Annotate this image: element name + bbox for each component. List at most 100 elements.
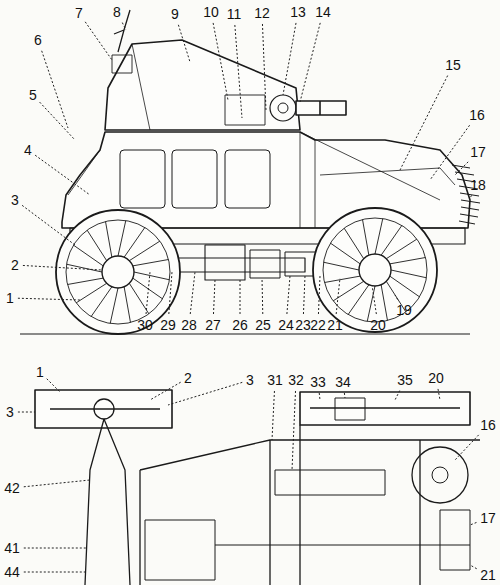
wheel-spoke bbox=[363, 220, 369, 256]
leader-line bbox=[400, 76, 448, 170]
leader-line bbox=[150, 382, 181, 400]
wheel-spoke bbox=[367, 286, 375, 321]
callout-number: 6 bbox=[34, 33, 42, 47]
callout-number: 16 bbox=[480, 418, 496, 432]
callout-number: 9 bbox=[171, 7, 179, 21]
wheel-spoke bbox=[76, 283, 107, 303]
leader-line bbox=[292, 391, 296, 470]
callout-number: 42 bbox=[4, 481, 20, 495]
leader-line bbox=[470, 195, 472, 198]
callout-number: 1 bbox=[36, 365, 44, 379]
leader-line bbox=[287, 276, 290, 314]
callout-number: 29 bbox=[160, 318, 176, 332]
leader-line bbox=[262, 24, 266, 110]
wheel-spoke bbox=[381, 285, 387, 321]
leader-line bbox=[395, 391, 400, 400]
leader-line bbox=[42, 51, 68, 128]
leader-line bbox=[18, 298, 80, 300]
wheel-spoke bbox=[133, 260, 169, 266]
callout-number: 32 bbox=[288, 373, 304, 387]
wheel-spoke bbox=[324, 262, 359, 270]
leader-line bbox=[318, 276, 320, 314]
callout-number: 4 bbox=[24, 143, 32, 157]
leader-line bbox=[455, 162, 468, 175]
leader-line bbox=[122, 23, 126, 30]
callout-number: 22 bbox=[310, 318, 326, 332]
leader-line bbox=[23, 265, 102, 270]
callout-number: 28 bbox=[181, 318, 197, 332]
wheel-spoke bbox=[124, 287, 130, 323]
leader-line bbox=[168, 382, 242, 405]
wheel-spoke bbox=[129, 283, 149, 314]
leader-line bbox=[213, 280, 215, 314]
leader-line bbox=[240, 280, 241, 314]
leader-line bbox=[455, 435, 479, 460]
leader-line bbox=[146, 272, 150, 314]
callout-number: 5 bbox=[29, 88, 37, 102]
wheel-spoke bbox=[118, 221, 126, 256]
callout-number: 21 bbox=[327, 318, 343, 332]
wheel-spoke bbox=[375, 219, 383, 254]
callout-number: 2 bbox=[11, 258, 19, 272]
wheel-spoke bbox=[87, 230, 107, 261]
wheel-spoke bbox=[391, 270, 426, 278]
callout-number: 3 bbox=[246, 373, 254, 387]
callout-number: 20 bbox=[370, 318, 386, 332]
callout-number: 1 bbox=[6, 291, 14, 305]
callout-number: 20 bbox=[428, 371, 444, 385]
callout-number: 31 bbox=[267, 373, 283, 387]
leader-line bbox=[18, 412, 35, 413]
callout-number: 30 bbox=[137, 318, 153, 332]
leader-line bbox=[283, 23, 296, 95]
callout-number: 13 bbox=[290, 5, 306, 19]
callout-number: 27 bbox=[205, 318, 221, 332]
callout-number: 2 bbox=[184, 371, 192, 385]
leader-line bbox=[303, 276, 305, 314]
leader-line bbox=[395, 295, 398, 300]
callout-number: 7 bbox=[75, 6, 83, 20]
callout-number: 11 bbox=[227, 7, 242, 21]
wheel-spoke bbox=[106, 222, 112, 258]
leader-line bbox=[22, 205, 75, 245]
leader-line bbox=[47, 379, 60, 392]
callout-number: 17 bbox=[470, 145, 486, 159]
wheel-spoke bbox=[325, 276, 361, 282]
leader-line bbox=[190, 272, 195, 314]
leader-line bbox=[85, 22, 112, 60]
callout-number: 21 bbox=[480, 568, 496, 582]
leader-line bbox=[24, 572, 85, 573]
leader-line bbox=[430, 125, 470, 180]
leader-line bbox=[272, 391, 274, 440]
leader-line bbox=[262, 278, 264, 314]
leader-line bbox=[470, 565, 477, 569]
callout-number: 3 bbox=[11, 193, 19, 207]
leader-line bbox=[35, 155, 90, 195]
callout-number: 3 bbox=[6, 405, 14, 419]
callout-number: 35 bbox=[397, 373, 413, 387]
wheel-spoke bbox=[134, 272, 169, 280]
leader-line bbox=[169, 272, 172, 314]
wheel-spoke bbox=[344, 228, 364, 259]
wheel-spoke bbox=[386, 239, 417, 259]
callout-number: 34 bbox=[335, 375, 351, 389]
leader-line bbox=[372, 285, 376, 314]
callout-number: 41 bbox=[4, 541, 20, 555]
wheel-spoke bbox=[110, 288, 118, 323]
callout-number: 44 bbox=[4, 565, 20, 579]
callout-number: 14 bbox=[315, 5, 331, 19]
leader-line bbox=[344, 393, 346, 398]
leader-line bbox=[300, 23, 320, 102]
wheel-spoke bbox=[129, 241, 160, 261]
callout-number: 23 bbox=[295, 318, 311, 332]
callout-number: 8 bbox=[113, 5, 121, 19]
leader-line bbox=[24, 548, 86, 549]
callout-number: 10 bbox=[203, 5, 219, 19]
leader-line bbox=[438, 389, 440, 400]
leader-line bbox=[235, 25, 242, 118]
callout-number: 15 bbox=[445, 58, 461, 72]
leader-line bbox=[470, 522, 476, 525]
leader-line bbox=[24, 480, 90, 487]
callout-number: 25 bbox=[255, 318, 271, 332]
